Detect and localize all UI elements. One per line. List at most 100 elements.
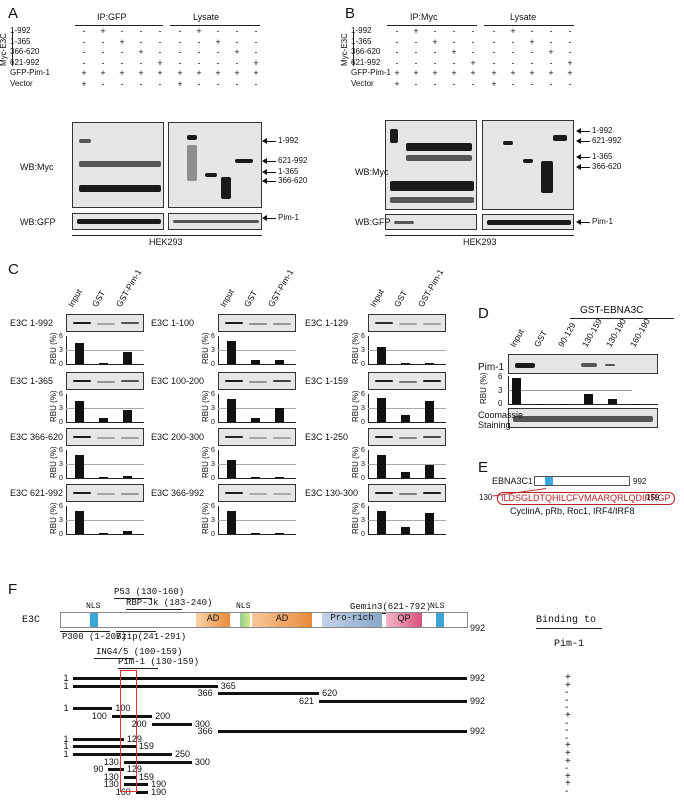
rbu-tick: 3 xyxy=(361,461,365,468)
panel-a-sign: - xyxy=(178,26,182,36)
fragment-start: 130 xyxy=(103,779,119,790)
ip-gfp-label: IP:GFP xyxy=(97,12,127,22)
fragment-end: 300 xyxy=(194,718,210,729)
panel-b-sign: + xyxy=(567,68,573,78)
fragment-line xyxy=(112,715,153,718)
construct-blot xyxy=(368,484,446,502)
panel-a-sign: + xyxy=(81,78,87,89)
panel-b-sign: + xyxy=(491,78,497,89)
ebna3c-sequence: ILDSGLDTQHILCFVMAARQRLQDIRRGP xyxy=(497,492,675,505)
panel-a-sign: - xyxy=(139,26,143,36)
panel-b-sign: - xyxy=(452,36,456,47)
pim1-binding-region-box xyxy=(120,670,137,792)
rbu-tick: 0 xyxy=(361,361,365,368)
rbu-gridline xyxy=(218,520,296,521)
cell-line-a: HEK293 xyxy=(149,237,183,247)
qp-domain: QP xyxy=(386,613,422,627)
panel-b-sign: + xyxy=(394,68,400,78)
rbu-tick: 0 xyxy=(211,531,215,538)
construct-blot xyxy=(66,372,144,390)
rbu-bar xyxy=(275,476,284,478)
panel-b-sign: + xyxy=(470,57,476,68)
rbu-bar xyxy=(401,472,410,478)
rbu-bar xyxy=(377,398,386,422)
lane-label-d: Input xyxy=(507,327,526,349)
panel-b-sign: + xyxy=(413,68,419,78)
fragment-line xyxy=(73,684,218,688)
rbu-tick: 6 xyxy=(211,391,215,398)
blot-band xyxy=(423,436,441,439)
panel-b-sign: - xyxy=(568,47,572,57)
panel-b-sign: - xyxy=(530,78,534,89)
blot-band xyxy=(423,380,441,382)
rbu-gridline xyxy=(368,408,446,409)
panel-b-sign: - xyxy=(530,57,534,68)
tick-d-6: 6 xyxy=(498,372,503,381)
fragment-start: 1 xyxy=(63,673,69,683)
fragment-line xyxy=(218,692,320,696)
construct-blot xyxy=(368,372,446,390)
rbu-gridline xyxy=(218,408,296,409)
blot-band xyxy=(97,436,115,439)
panel-a-sign: - xyxy=(82,36,86,47)
rbu-bar xyxy=(401,414,410,422)
wb-gfp-blot-a-lysate xyxy=(168,213,262,230)
construct-label: E3C 1-250 xyxy=(305,432,349,442)
panel-b-sign: + xyxy=(432,36,438,47)
blot-band xyxy=(399,492,417,495)
blot-band xyxy=(73,435,91,439)
panel-a-sign: - xyxy=(178,47,182,57)
blot-band xyxy=(375,379,393,383)
rbu-bar xyxy=(99,362,108,364)
panel-b-sign: - xyxy=(511,47,515,57)
rbu-tick: 3 xyxy=(211,347,215,354)
rbu-bar xyxy=(251,533,260,534)
nls-label-2: NLS xyxy=(236,602,251,611)
pim1-blot-d xyxy=(508,354,658,374)
panel-a-sign: - xyxy=(197,36,201,47)
rbu-bar xyxy=(275,360,284,364)
lane-label-d: GST xyxy=(531,328,550,349)
panel-b-sign: - xyxy=(530,47,534,57)
rbu-bar xyxy=(123,351,132,364)
rbu-axis-label: RBU (%) xyxy=(201,332,210,364)
marker-1-365-b: 1-365 xyxy=(592,152,613,161)
construct-blot xyxy=(368,314,446,332)
panel-b-sign: - xyxy=(492,26,496,36)
panel-b-sign: - xyxy=(549,36,553,47)
panel-b-sign: - xyxy=(568,78,572,89)
construct-blot xyxy=(66,314,144,332)
rbu-tick: 0 xyxy=(361,475,365,482)
marker-621-992-a: 621-992 xyxy=(278,156,308,165)
construct-label: E3C 130-300 xyxy=(305,488,359,498)
panel-a-sign: - xyxy=(216,26,220,36)
rbu-bar xyxy=(251,359,260,364)
seq-end: 159 xyxy=(646,493,660,502)
binding-result: - xyxy=(565,786,569,797)
panel-a-sign: - xyxy=(216,57,220,68)
marker-pim1-a: Pim-1 xyxy=(278,213,299,222)
panel-a-sign: - xyxy=(82,57,86,68)
binding-result: - xyxy=(565,694,569,706)
rbu-tick: 3 xyxy=(361,517,365,524)
rbu-bar xyxy=(425,401,434,422)
blot-band xyxy=(97,492,115,495)
wb-gfp-blot-b-ip xyxy=(385,214,477,230)
panel-b-sign: - xyxy=(433,78,437,89)
rbu-bar-d xyxy=(584,393,593,404)
panel-b-sign: - xyxy=(452,78,456,89)
panel-a-sign: - xyxy=(254,26,258,36)
panel-b-sign: + xyxy=(529,36,535,47)
blot-band xyxy=(399,380,417,383)
binding-result: + xyxy=(565,710,571,721)
binding-result: - xyxy=(565,702,569,714)
fragment-start: 90 xyxy=(93,764,104,775)
rbu-bar xyxy=(75,342,84,364)
lane-label-c: GST-Pim-1 xyxy=(265,267,296,309)
construct-blot xyxy=(368,428,446,446)
panel-b-sign: - xyxy=(549,78,553,89)
panel-b-row-label: 1-365 xyxy=(351,36,372,46)
panel-b-sign: - xyxy=(414,78,418,89)
panel-b-sign: - xyxy=(471,78,475,89)
panel-b-sign: - xyxy=(433,47,437,57)
